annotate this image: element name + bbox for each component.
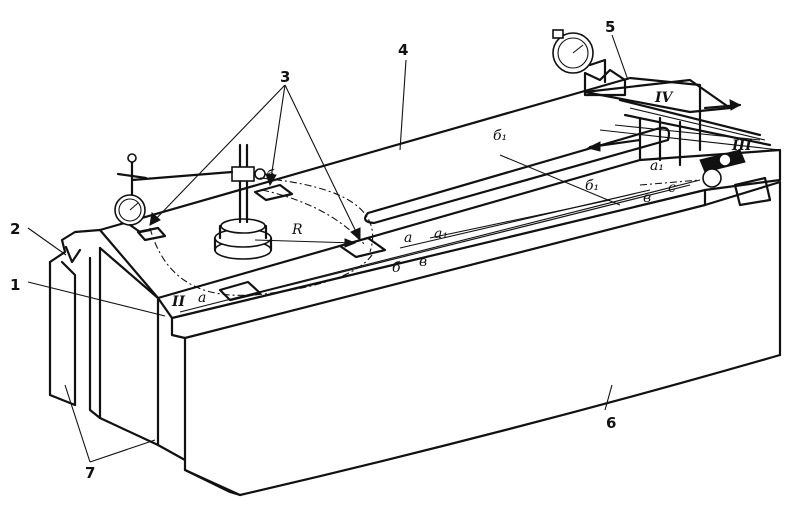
mark-b1-mid: б₁ xyxy=(585,178,599,194)
mark-s-right: с xyxy=(668,180,676,196)
dial-indicator-carriage xyxy=(552,29,772,188)
dial-indicator-stand xyxy=(114,143,273,260)
measurement-pads xyxy=(218,183,387,302)
leader-lines xyxy=(27,34,629,463)
machine-bed xyxy=(98,76,782,497)
mark-b1-top: б₁ xyxy=(493,128,507,144)
mark-v-right: в xyxy=(643,190,651,206)
position-III: III xyxy=(731,138,752,154)
mark-b-top: б xyxy=(266,168,275,184)
callout-7: 7 xyxy=(85,464,95,482)
mark-R: R xyxy=(291,222,303,238)
mark-a1-mid: а₁ xyxy=(434,226,448,242)
mark-a-mid: а xyxy=(404,230,412,246)
mark-a-left: а xyxy=(198,290,206,306)
callout-1: 1 xyxy=(10,276,20,294)
callout-6: 6 xyxy=(606,414,616,432)
mark-b-mid: б xyxy=(392,260,401,276)
end-blocks xyxy=(48,228,187,462)
callout-5: 5 xyxy=(605,18,615,36)
mark-a1-right: а₁ xyxy=(650,158,664,174)
callout-4: 4 xyxy=(398,41,408,59)
position-II: II xyxy=(171,294,186,310)
position-IV: IV xyxy=(654,90,675,106)
mark-v-mid: в xyxy=(419,254,427,270)
callout-2: 2 xyxy=(10,220,20,238)
callout-3: 3 xyxy=(280,68,290,86)
